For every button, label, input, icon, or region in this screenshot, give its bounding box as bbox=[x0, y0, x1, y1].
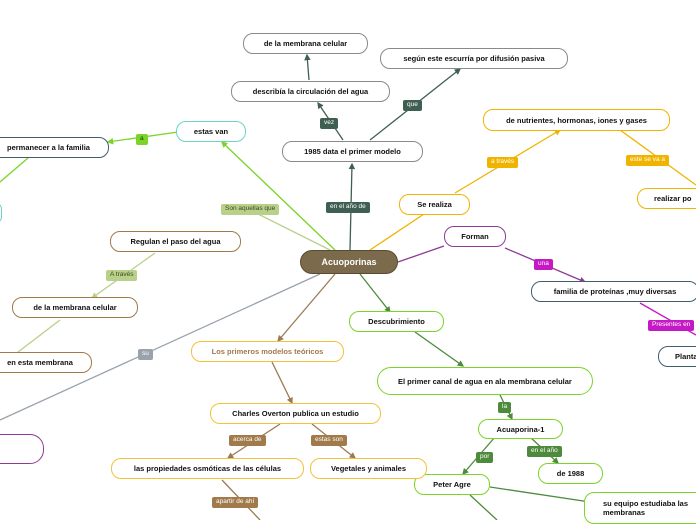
label-una: una bbox=[534, 259, 553, 270]
label-vez: vez bbox=[320, 118, 339, 129]
node-nutrientes[interactable]: de nutrientes, hormonas, iones y gases bbox=[483, 109, 670, 131]
node-forman[interactable]: Forman bbox=[444, 226, 506, 247]
label-a: a bbox=[136, 134, 148, 145]
label-estas-son: estas son bbox=[311, 435, 347, 446]
node-overton[interactable]: Charles Overton publica un estudio bbox=[210, 403, 381, 424]
node-planta[interactable]: Planta bbox=[658, 346, 696, 367]
root-node-acuoporinas[interactable]: Acuoporinas bbox=[300, 250, 398, 274]
node-equipo[interactable]: su equipo estudiaba las membranas bbox=[584, 492, 696, 524]
node-se-realiza[interactable]: Se realiza bbox=[399, 194, 470, 215]
node-propiedades[interactable]: las propiedades osmóticas de las células bbox=[111, 458, 304, 479]
node-primer-canal[interactable]: El primer canal de agua en ala membrana … bbox=[377, 367, 593, 395]
label-presentes-en: Presentes en bbox=[648, 320, 695, 331]
label-por: por bbox=[476, 452, 494, 463]
label-la: la bbox=[498, 402, 512, 413]
node-permanecer[interactable]: permanecer a la familia bbox=[0, 137, 109, 158]
label-que: que bbox=[403, 100, 422, 111]
node-en-esta-membrana[interactable]: en esta membrana bbox=[0, 352, 92, 373]
node-peter-agre[interactable]: Peter Agre bbox=[414, 474, 490, 495]
node-familia-proteinas[interactable]: familia de proteínas ,muy diversas bbox=[531, 281, 696, 302]
node-acuaporina1[interactable]: Acuaporina-1 bbox=[478, 419, 563, 439]
label-su: su bbox=[138, 349, 153, 360]
node-primer-modelo[interactable]: 1985 data el primer modelo bbox=[282, 141, 423, 162]
label-en-el-ano: en el año bbox=[527, 446, 562, 457]
node-regulan[interactable]: Regulan el paso del agua bbox=[110, 231, 241, 252]
label-apartir-de-ahi: apartir de ahí bbox=[212, 497, 259, 508]
node-estas-van[interactable]: estas van bbox=[176, 121, 246, 142]
node-membrana-left[interactable]: de la membrana celular bbox=[12, 297, 138, 318]
label-a-traves-olive: A través bbox=[106, 270, 138, 281]
node-realizar-po[interactable]: realizar po bbox=[637, 188, 696, 209]
label-son-aquellas-que: Son aquellas que bbox=[221, 204, 280, 215]
node-circulacion[interactable]: describía la circulación del agua bbox=[231, 81, 390, 102]
node-membrana-top[interactable]: de la membrana celular bbox=[243, 33, 368, 54]
label-en-el-ano-de: en el año de bbox=[326, 202, 370, 213]
node-vegetales[interactable]: Vegetales y animales bbox=[310, 458, 427, 479]
node-difusion[interactable]: según este escurría por difusión pasiva bbox=[380, 48, 568, 69]
node-purple-fragment[interactable] bbox=[0, 434, 44, 464]
label-acerca-de: acerca de bbox=[229, 435, 266, 446]
label-a-traves-gold: a través bbox=[487, 157, 519, 168]
node-primeros-modelos[interactable]: Los primeros modelos teóricos bbox=[191, 341, 344, 362]
node-descubrimiento[interactable]: Descubrimiento bbox=[349, 311, 444, 332]
node-de1988[interactable]: de 1988 bbox=[538, 463, 603, 484]
label-este-se-va-a: este se va a bbox=[626, 155, 670, 166]
